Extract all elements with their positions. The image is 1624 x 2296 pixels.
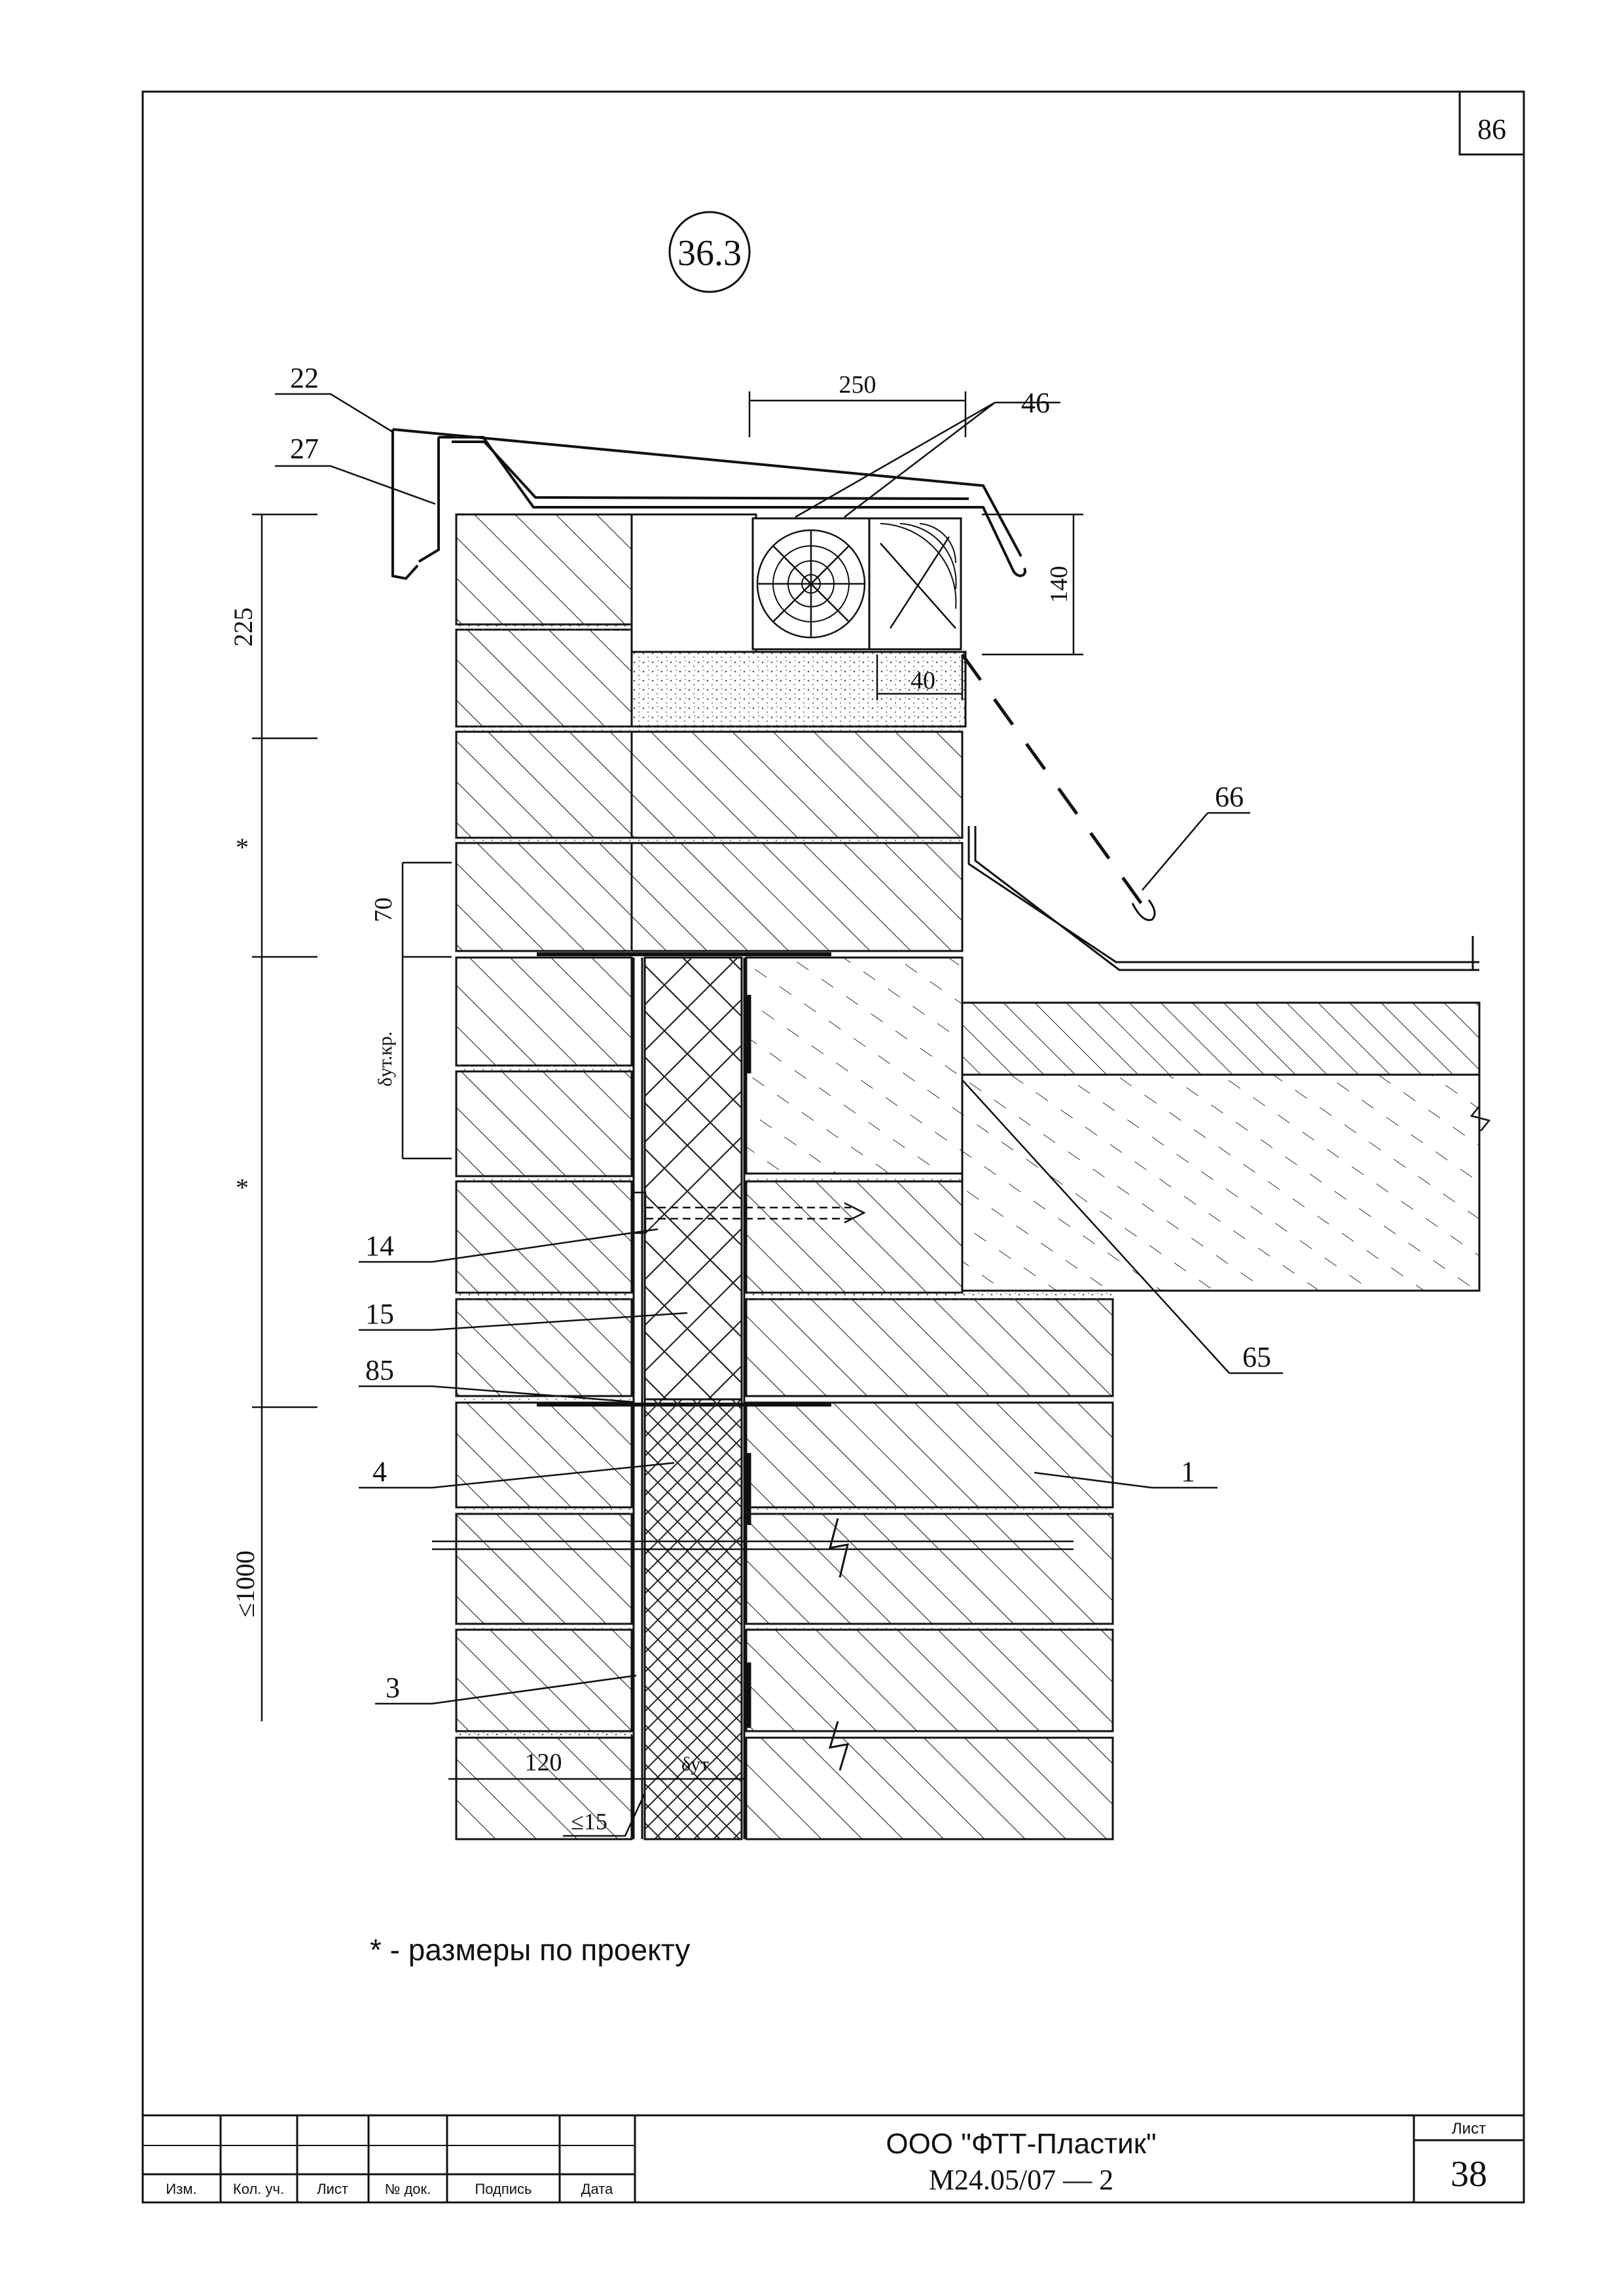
tb-sheet-number: 38 [1451,2154,1487,2195]
dim-250: 250 [839,371,876,399]
drip-end [1131,899,1156,922]
dim-120: 120 [525,1749,562,1776]
parapet-coping [391,428,1026,581]
detail-mark: 36.3 [677,233,742,274]
tb-sheet-label: Лист [1452,2120,1486,2138]
callout-14: 14 [365,1230,394,1262]
callout-85: 85 [365,1354,394,1386]
tb-header-izm: Изм. [166,2181,196,2197]
roof-membrane [967,826,1479,971]
tb-header-list: Лист [317,2181,348,2197]
timber-bars [751,517,962,651]
tb-header-doc-no: № док. [385,2181,431,2197]
dim-le-1000: ≤1000 [230,1551,260,1617]
callout-22: 22 [290,362,319,394]
dim-insulation-edge: δут.кр. [374,1031,396,1087]
dim-225: 225 [228,607,258,647]
callout-3: 3 [386,1672,400,1704]
dim-70: 70 [370,897,397,922]
anchor-dowel [632,1191,866,1234]
callout-65: 65 [1242,1341,1271,1373]
callout-4: 4 [372,1456,387,1488]
tb-header-kol-uch: Кол. уч. [233,2181,284,2197]
sheet-number-box [1458,90,1525,156]
detail-mark-circle [668,211,751,293]
callout-46: 46 [1021,387,1050,419]
dim-insulation: δут [681,1753,709,1775]
sheet-number-top: 86 [1477,113,1506,145]
dimension-lines [252,391,1083,1837]
dim-star-1: * [236,833,249,862]
callout-27: 27 [290,433,319,465]
tb-header-date: Дата [581,2181,613,2197]
leader-lines [275,393,1283,1705]
title-block [143,2114,1524,2202]
dim-40: 40 [911,667,935,694]
insulation-layer [632,956,751,1840]
dim-140: 140 [1045,566,1073,603]
drawing-frame [141,90,1525,2204]
callout-66: 66 [1215,781,1244,813]
floor-slab [961,1001,1491,1292]
design-note: * - размеры по проекту [370,1933,690,1967]
tb-document-code: М24.05/07 — 2 [929,2164,1113,2196]
tb-header-signature: Подпись [475,2181,532,2197]
callout-1: 1 [1181,1456,1195,1488]
dim-le-15: ≤15 [571,1808,607,1835]
callout-15: 15 [365,1298,394,1330]
masonry [455,513,1114,1840]
dim-star-2: * [236,1173,249,1202]
tb-company: ООО "ФТТ-Пластик" [886,2128,1156,2160]
